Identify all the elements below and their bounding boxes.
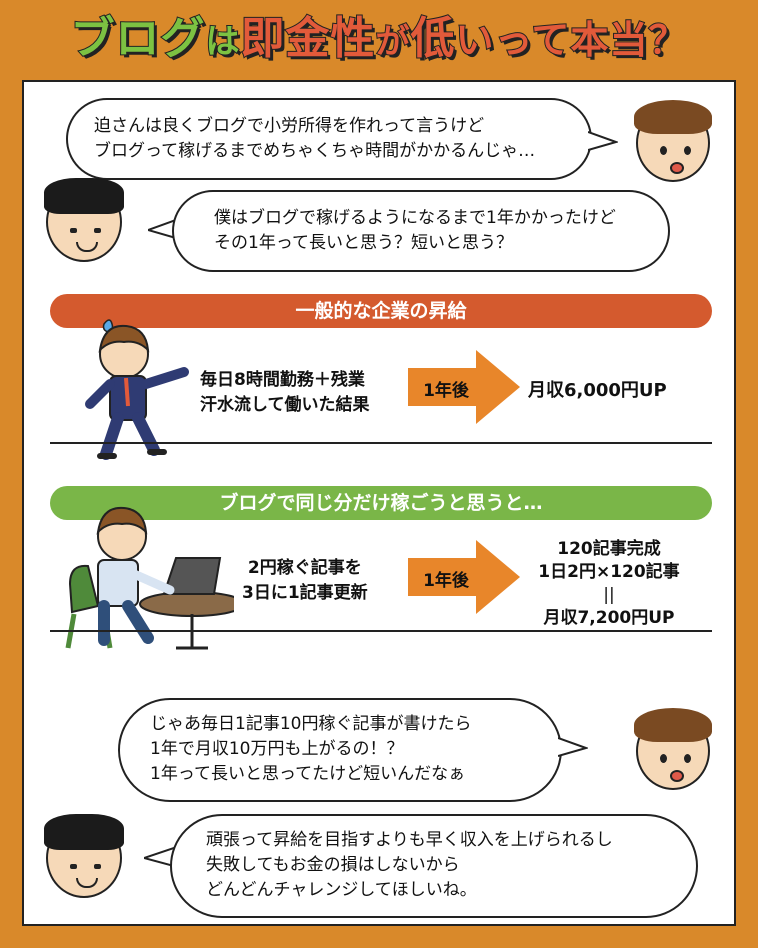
title-part-hiku: 低 (409, 12, 456, 65)
speech-bubble-encouragement: 頑張って昇給を目指すよりも早く収入を上げられるし 失敗してもお金の損はしないから… (170, 814, 698, 918)
bubble-tail-icon (144, 847, 174, 867)
result-equals: || (603, 585, 615, 605)
bubble-text-line: 迫さんは良くブログで小労所得を作れって言うけど (94, 116, 485, 136)
title-part-wa: は (204, 21, 241, 63)
right-arrow-icon: 1年後 (408, 540, 520, 614)
face-brown-hair-avatar (634, 708, 712, 790)
section2-description: 2円稼ぐ記事を 3日に1記事更新 (242, 556, 368, 606)
face-brown-hair-avatar (634, 100, 712, 182)
bubble-tail-icon (588, 131, 618, 151)
title-part-itte: いって本当？ (454, 17, 688, 63)
section1-description: 毎日8時間勤務＋残業 汗水流して働いた結果 (200, 368, 370, 418)
result-line: 月収7,200円UP (543, 608, 675, 628)
divider-line (50, 442, 712, 444)
desc-line: 汗水流して働いた結果 (200, 395, 370, 415)
bubble-text-line: ブログって稼げるまでめちゃくちゃ時間がかかるんじゃ… (94, 141, 536, 161)
bubble-text-line: 1年って長いと思ってたけど短いんだなぁ (150, 764, 466, 784)
section1-result: 月収6,000円UP (528, 380, 667, 401)
speech-bubble-question: 迫さんは良くブログで小労所得を作れって言うけど ブログって稼げるまでめちゃくちゃ… (66, 98, 592, 180)
title-part-sokkinsei: 即金性 (239, 12, 376, 65)
bubble-text-line: その1年って長いと思う？短いと思う？ (214, 233, 513, 253)
desc-line: 2円稼ぐ記事を (247, 558, 362, 578)
bubble-text-line: 失敗してもお金の損はしないから (206, 855, 460, 875)
face-black-hair-avatar (44, 814, 124, 898)
section-banner-blog-earnings: ブログで同じ分だけ稼ごうと思うと… (50, 486, 712, 520)
content-panel: 迫さんは良くブログで小労所得を作れって言うけど ブログって稼げるまでめちゃくちゃ… (22, 80, 736, 926)
page-title: ブログは即金性が低いって本当？ (0, 0, 758, 78)
desc-line: 3日に1記事更新 (242, 583, 368, 603)
bubble-text-line: 僕はブログで稼げるようになるまで1年かかったけど (214, 208, 616, 228)
bubble-text-line: 頑張って昇給を目指すよりも早く収入を上げられるし (206, 830, 613, 850)
speech-bubble-answer: 僕はブログで稼げるようになるまで1年かかったけど その1年って長いと思う？短いと… (172, 190, 670, 272)
divider-line (50, 630, 712, 632)
bubble-text-line: 1年で月収10万円も上がるの！？ (150, 739, 404, 759)
bubble-tail-icon (558, 737, 588, 757)
face-black-hair-avatar (44, 178, 124, 262)
bubble-text-line: じゃあ毎日1記事10円稼ぐ記事が書けたら (150, 714, 472, 734)
speech-bubble-realization: じゃあ毎日1記事10円稼ぐ記事が書けたら 1年で月収10万円も上がるの！？ 1年… (118, 698, 562, 802)
laptop-worker-figure (65, 506, 234, 650)
result-line: 1日2円×120記事 (538, 562, 680, 582)
title-part-blog: ブログ (69, 12, 206, 65)
arrow-label: 1年後 (423, 381, 469, 401)
desc-line: 毎日8時間勤務＋残業 (200, 370, 365, 390)
bubble-text-line: どんどんチャレンジしてほしいね。 (206, 880, 477, 900)
bubble-tail-icon (148, 219, 176, 239)
running-businessman-figure (85, 319, 189, 460)
right-arrow-icon: 1年後 (408, 350, 520, 424)
title-part-ga: が (374, 21, 411, 63)
section2-result: 120記事完成 1日2円×120記事 || 月収7,200円UP (524, 538, 694, 630)
arrow-label: 1年後 (423, 571, 469, 591)
result-line: 120記事完成 (557, 539, 661, 559)
section-banner-company-raise: 一般的な企業の昇給 (50, 294, 712, 328)
